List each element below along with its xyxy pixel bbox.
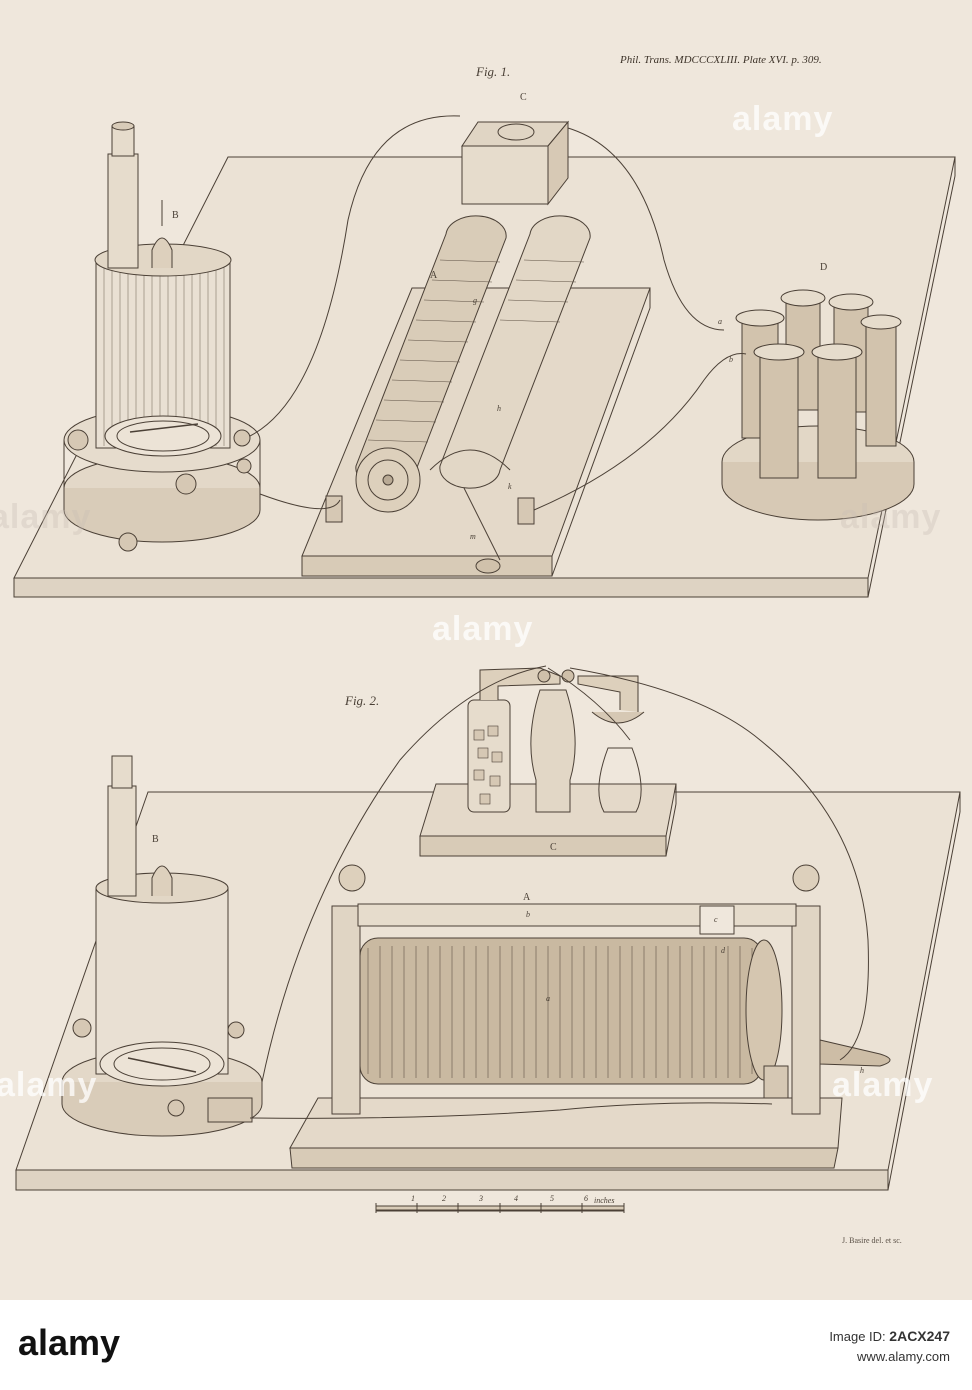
fig1-label-A: A [430, 270, 438, 281]
scale-tick-2: 2 [442, 1194, 446, 1203]
fig1-title: Fig. 1. [476, 64, 511, 79]
fig1-label-m: m [470, 532, 476, 541]
scale-tick-3: 3 [479, 1194, 483, 1203]
scale-unit: inches [594, 1196, 615, 1205]
fig2-label-c: c [714, 915, 718, 924]
fig1-coil-stand [721, 289, 915, 521]
scale-bar [375, 1203, 625, 1213]
image-meta: Image ID: 2ACX247 www.alamy.com [829, 1326, 950, 1367]
scale-tick-4: 4 [514, 1194, 518, 1203]
fig2-coil-machine [289, 864, 891, 1169]
scale-tick-5: 5 [550, 1194, 554, 1203]
fig2-galvanometer [61, 755, 263, 1137]
fig2-title: Fig. 2. [345, 693, 380, 708]
watermark: alamy [0, 498, 92, 536]
fig1-label-C: C [520, 92, 527, 103]
fig1-label-k: k [508, 482, 512, 491]
fig1-label-D: D [820, 262, 828, 273]
image-id-label: Image ID: [829, 1329, 886, 1344]
fig1-wires [249, 115, 747, 511]
watermark: alamy [0, 1066, 98, 1104]
fig1-box [461, 120, 570, 206]
fig1-label-g: g [473, 296, 477, 305]
fig2-label-B: B [152, 834, 159, 845]
fig1-label-b: b [729, 355, 733, 364]
image-id: 2ACX247 [889, 1328, 950, 1344]
watermark: alamy [832, 1066, 934, 1104]
fig1-induction-machine [301, 215, 651, 577]
watermark: alamy [840, 498, 942, 536]
fig2-label-A: A [523, 892, 531, 903]
fig2-label-h: h [860, 1066, 864, 1075]
fig2-label-b: b [526, 910, 530, 919]
fig1-label-B: B [172, 210, 179, 221]
fig2-stand [419, 667, 677, 857]
fig2-label-d: d [721, 946, 725, 955]
scale-tick-6: 6 [584, 1194, 588, 1203]
fig2-wires [249, 665, 869, 1119]
fig1-galvanometer [63, 121, 261, 552]
plate-illustration [13, 115, 961, 1213]
alamy-logo[interactable]: alamy [18, 1322, 121, 1363]
plate-header: Phil. Trans. MDCCCXLIII. Plate XVI. p. 3… [620, 54, 822, 66]
engraving-plate: Phil. Trans. MDCCCXLIII. Plate XVI. p. 3… [0, 0, 972, 1300]
fig1-base-edge [13, 577, 869, 598]
watermark: alamy [732, 100, 834, 138]
stock-footer: alamy Image ID: 2ACX247 www.alamy.com [0, 1300, 972, 1390]
engraver-credit: J. Basire del. et sc. [842, 1236, 902, 1245]
site-link[interactable]: www.alamy.com [857, 1349, 950, 1364]
fig1-label-h: h [497, 404, 501, 413]
fig2-label-C: C [550, 842, 557, 853]
fig1-label-a: a [718, 317, 722, 326]
scale-tick-1: 1 [411, 1194, 415, 1203]
watermark: alamy [432, 610, 534, 648]
fig2-label-a: a [546, 994, 550, 1003]
